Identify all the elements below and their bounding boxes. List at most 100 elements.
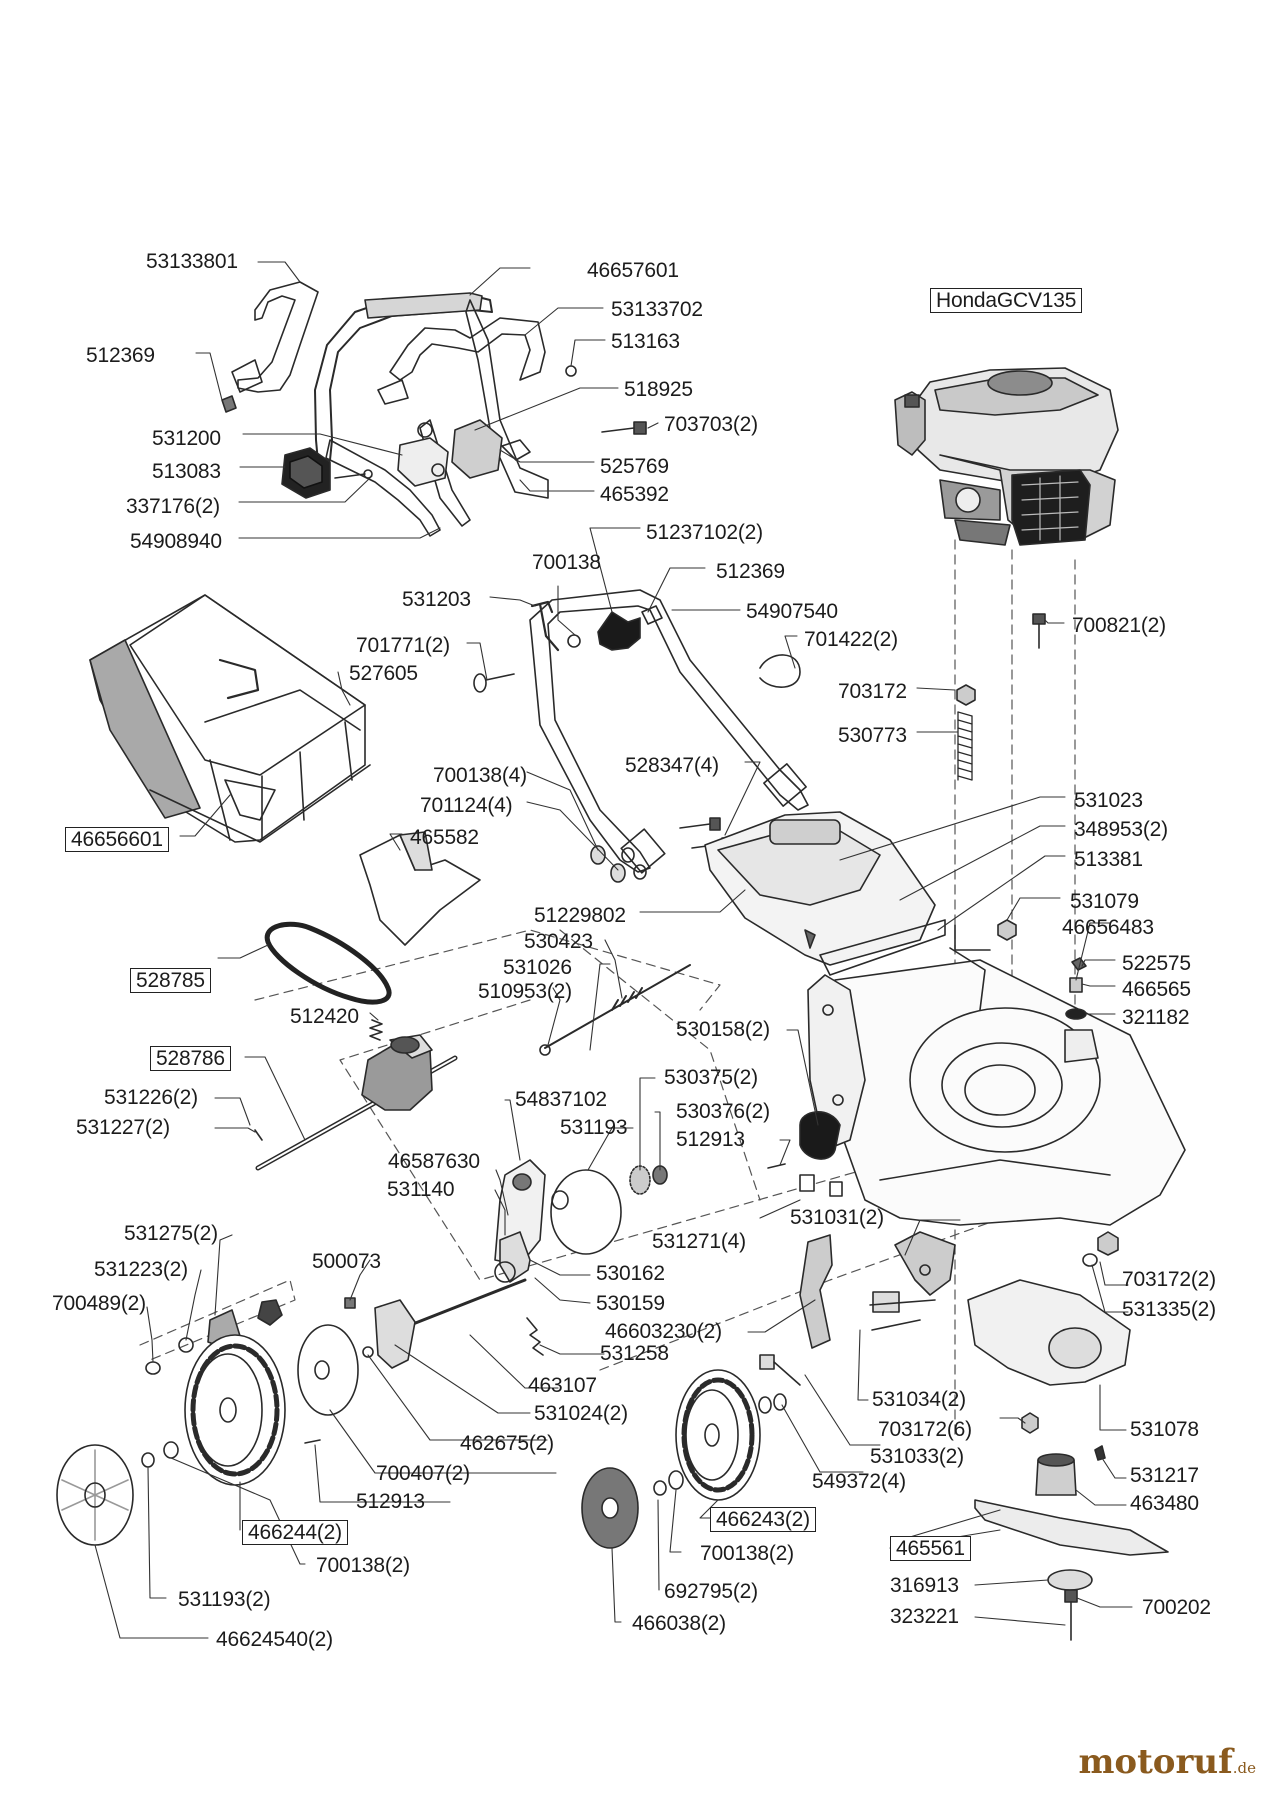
transmission-528786 [255, 1034, 458, 1171]
brand-logo: motoruf.de [1078, 1742, 1256, 1782]
part-label: 512913 [356, 1490, 425, 1513]
mower-deck [829, 924, 1186, 1226]
part-label: 54837102 [515, 1088, 607, 1111]
brand-tld: .de [1232, 1759, 1256, 1777]
part-label: 703172(6) [878, 1418, 972, 1441]
part-label: 703172 [838, 680, 907, 703]
bolt-323221 [1064, 1589, 1078, 1641]
nut-531335 [1082, 1231, 1119, 1267]
part-label: 530376(2) [676, 1100, 770, 1123]
gear-530375 [629, 1165, 668, 1195]
nuts-701124 [590, 845, 647, 883]
bolt-701771 [473, 673, 515, 693]
part-label: 700489(2) [52, 1292, 146, 1315]
part-label: 466565 [1122, 978, 1191, 1001]
nut-703172 [956, 684, 976, 706]
part-label: 46603230(2) [605, 1320, 722, 1343]
upper-handle [231, 281, 549, 537]
right-washers [653, 1470, 684, 1496]
part-label: 703172(2) [1122, 1268, 1216, 1291]
part-label-boxed: 528786 [150, 1046, 231, 1071]
pin-531226 [254, 1129, 263, 1141]
part-label: 500073 [312, 1250, 381, 1273]
deck-fasteners [1064, 957, 1099, 1063]
part-label: 512913 [676, 1128, 745, 1151]
cable-531026 [544, 964, 691, 1049]
gasket-530158 [799, 1111, 841, 1160]
part-512369b [641, 605, 663, 625]
left-washers [141, 1441, 179, 1468]
part-label: 531034(2) [872, 1388, 966, 1411]
ring-701422 [759, 654, 801, 688]
belt-528785 [264, 921, 392, 1005]
part-label: 465582 [410, 826, 479, 849]
part-label: 512369 [716, 560, 785, 583]
clip-531203 [530, 600, 560, 652]
part-label: 531275(2) [124, 1222, 218, 1245]
key-531217 [1094, 1445, 1106, 1461]
spring-531258 [526, 1317, 544, 1356]
part-label: 528347(4) [625, 754, 719, 777]
washer-316913 [1047, 1569, 1093, 1591]
bolt-531033 [759, 1354, 801, 1386]
part-label: 522575 [1122, 952, 1191, 975]
part-label: 701422(2) [804, 628, 898, 651]
part-label: 700821(2) [1072, 614, 1166, 637]
part-label: 54907540 [746, 600, 838, 623]
part-label: 46656483 [1062, 916, 1154, 939]
part-label: 531203 [402, 588, 471, 611]
part-label: 530773 [838, 724, 907, 747]
part-label: 527605 [349, 662, 418, 685]
part-label: 513083 [152, 460, 221, 483]
part-label: 531026 [503, 956, 572, 979]
part-label: 316913 [890, 1574, 959, 1597]
part-label: 700138 [532, 551, 601, 574]
part-label: 531226(2) [104, 1086, 198, 1109]
part-label: 700138(2) [316, 1554, 410, 1577]
part-label: 530158(2) [676, 1018, 770, 1041]
part-label: 531140 [387, 1178, 455, 1201]
part-label: 465392 [600, 483, 669, 506]
rear-bracket [807, 974, 866, 1151]
part-label: 700202 [1142, 1596, 1211, 1619]
part-label: 530159 [596, 1292, 665, 1315]
part-label: 531335(2) [1122, 1298, 1216, 1321]
rear-cover-531023 [704, 811, 936, 966]
part-label: 531024(2) [534, 1402, 628, 1425]
part-label: 531258 [600, 1342, 669, 1365]
screw-700821 [1032, 613, 1046, 649]
nut-703172-6 [1021, 1412, 1039, 1434]
part-label: 692795(2) [664, 1580, 758, 1603]
part-label: 530423 [524, 930, 593, 953]
part-label: 531193(2) [178, 1588, 271, 1611]
part-label: 700407(2) [376, 1462, 470, 1485]
part-label: 51237102(2) [646, 521, 763, 544]
part-label: 530162 [596, 1262, 665, 1285]
part-label: 53133801 [146, 250, 238, 273]
screw-512913 [767, 1163, 786, 1169]
part-label: 512420 [290, 1005, 359, 1028]
engine-model-label: HondaGCV135 [930, 288, 1083, 313]
part-label: 46624540(2) [216, 1628, 333, 1651]
part-label-boxed: 46656601 [65, 827, 169, 852]
part-label: 700138(2) [700, 1542, 794, 1565]
cam-531031 [894, 1231, 956, 1296]
hubcap-466038 [581, 1467, 639, 1549]
part-label: 531079 [1070, 890, 1139, 913]
part-label-boxed: 465561 [890, 1536, 971, 1561]
part-label: 531200 [152, 427, 221, 450]
part-label: 531217 [1130, 1464, 1199, 1487]
engine-honda-gcv135 [894, 367, 1119, 546]
left-small-parts [145, 1299, 283, 1375]
part-label: 701771(2) [356, 634, 450, 657]
right-wheel-466243 [675, 1369, 761, 1501]
part-label: 531227(2) [76, 1116, 170, 1139]
part-512369 [221, 395, 237, 413]
part-label: 512369 [86, 344, 155, 367]
nut-531079 [997, 919, 1017, 941]
part-label: 51229802 [534, 904, 626, 927]
hubcap-46624540 [56, 1444, 134, 1546]
spring-512420 [369, 1019, 383, 1041]
bolt-500073 [344, 1297, 356, 1309]
